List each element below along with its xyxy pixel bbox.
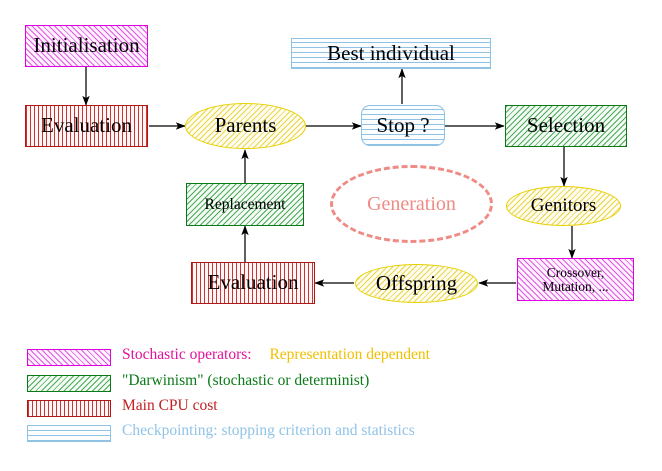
node-genitors[interactable]: Genitors: [506, 186, 621, 226]
node-genitors-label: Genitors: [530, 195, 597, 217]
node-generation: Generation: [330, 165, 493, 243]
node-offspring-label: Offspring: [375, 270, 458, 295]
legend-label-darwinism: "Darwinism" (stochastic or determinist): [122, 372, 370, 389]
legend-swatch-magenta-diagonal-hatch: [27, 349, 111, 366]
legend-label-stochastic: Stochastic operators:: [122, 346, 252, 363]
legend-swatch-blue-horizontal-stripe: [27, 425, 111, 442]
node-evaluation-bottom-label: Evaluation: [207, 270, 299, 295]
node-offspring[interactable]: Offspring: [355, 264, 478, 303]
legend-label-cpu: Main CPU cost: [122, 397, 218, 414]
node-generation-label: Generation: [367, 192, 456, 215]
node-selection-label: Selection: [526, 113, 606, 138]
legend-row-stochastic: Stochastic operators: Representation dep…: [0, 346, 662, 375]
legend-swatch-green-diagonal-hatch: [27, 375, 111, 392]
node-crossover-line1: Crossover,: [546, 264, 605, 280]
legend-swatch-red-vertical-stripe: [27, 400, 111, 417]
node-crossover-line2: Mutation, ...: [542, 278, 609, 294]
legend-row-checkpointing: Checkpointing: stopping criterion and st…: [0, 422, 662, 451]
node-evaluation-top[interactable]: Evaluation: [25, 105, 148, 147]
legend-label-representation: Representation dependent: [269, 346, 430, 363]
node-parents[interactable]: Parents: [185, 103, 306, 149]
node-initialisation-label: Initialisation: [33, 33, 140, 58]
legend: Stochastic operators: Representation dep…: [0, 340, 662, 471]
node-initialisation[interactable]: Initialisation: [25, 25, 148, 67]
node-evaluation-bottom[interactable]: Evaluation: [191, 262, 315, 304]
node-stop-label: Stop ?: [376, 112, 430, 137]
legend-label-checkpointing: Checkpointing: stopping criterion and st…: [122, 422, 415, 439]
node-best-individual[interactable]: Best individual: [291, 38, 491, 69]
node-crossover-mutation[interactable]: Crossover, Mutation, ...: [517, 258, 634, 301]
node-parents-label: Parents: [214, 113, 277, 138]
node-evaluation-top-label: Evaluation: [41, 113, 132, 138]
legend-text-stochastic: Stochastic operators: Representation dep…: [122, 346, 430, 364]
node-stop[interactable]: Stop ?: [361, 105, 445, 146]
legend-row-darwinism: "Darwinism" (stochastic or determinist): [0, 372, 662, 401]
legend-row-cpu: Main CPU cost: [0, 397, 662, 426]
node-replacement[interactable]: Replacement: [186, 183, 304, 226]
node-best-individual-label: Best individual: [327, 40, 455, 65]
node-replacement-label: Replacement: [204, 195, 286, 213]
node-selection[interactable]: Selection: [505, 105, 627, 147]
